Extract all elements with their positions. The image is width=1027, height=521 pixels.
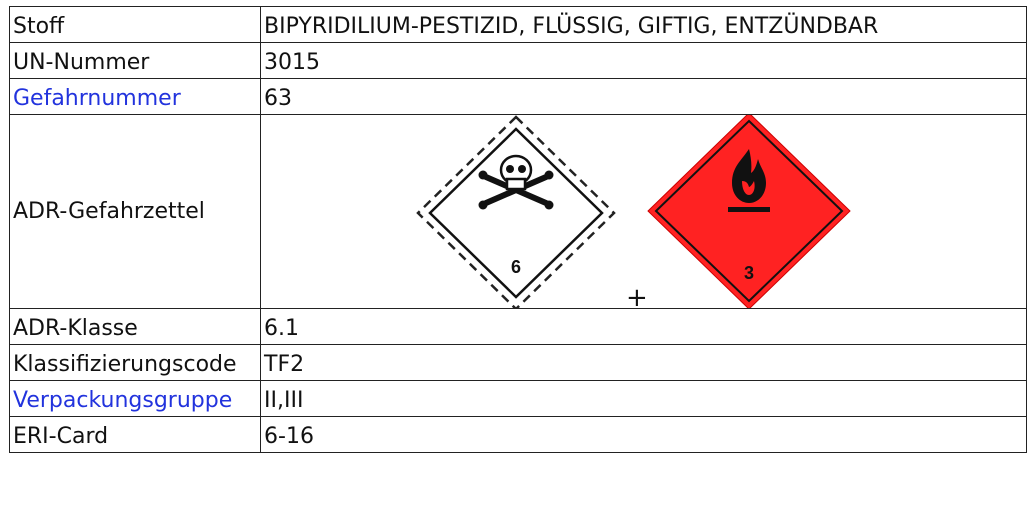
label-klassifizierungscode: Klassifizierungscode: [8, 344, 262, 381]
value-adr-gefahrzettel: 6 + 3: [260, 114, 1027, 309]
table-row: Verpackungsgruppe II,III: [8, 380, 1027, 417]
value-adr-klasse: 6.1: [260, 308, 1027, 345]
table-row: Stoff BIPYRIDILIUM-PESTIZID, FLÜSSIG, GI…: [8, 6, 1027, 43]
table-row: ERI-Card 6-16: [8, 416, 1027, 453]
hazard-labels: 6 + 3: [262, 115, 1010, 309]
label-stoff: Stoff: [8, 6, 262, 43]
plus-separator: +: [626, 283, 648, 309]
toxic-hazard-sign: 6: [416, 115, 616, 308]
flammable-hazard-sign: 3: [647, 115, 851, 308]
value-un-nummer: 3015: [260, 42, 1027, 79]
skull-crossbones-icon: [478, 154, 554, 210]
table-row: ADR-Klasse 6.1: [8, 308, 1027, 345]
value-stoff: BIPYRIDILIUM-PESTIZID, FLÜSSIG, GIFTIG, …: [260, 6, 1027, 43]
label-eri-card: ERI-Card: [8, 416, 262, 453]
flammable-class-number: 3: [744, 263, 754, 283]
table-row: Klassifizierungscode TF2: [8, 344, 1027, 381]
dangerous-goods-table: Stoff BIPYRIDILIUM-PESTIZID, FLÜSSIG, GI…: [8, 6, 1027, 453]
verpackungsgruppe-link[interactable]: Verpackungsgruppe: [13, 388, 233, 413]
label-adr-gefahrzettel: ADR-Gefahrzettel: [8, 114, 262, 309]
label-cell-verpackungsgruppe: Verpackungsgruppe: [8, 380, 262, 417]
label-adr-klasse: ADR-Klasse: [8, 308, 262, 345]
value-verpackungsgruppe: II,III: [260, 380, 1027, 417]
table-row: Gefahrnummer 63: [8, 78, 1027, 115]
gefahrnummer-link[interactable]: Gefahrnummer: [13, 86, 181, 111]
label-un-nummer: UN-Nummer: [8, 42, 262, 79]
flame-icon: [728, 149, 771, 212]
value-klassifizierungscode: TF2: [260, 344, 1027, 381]
value-gefahrnummer: 63: [260, 78, 1027, 115]
value-eri-card: 6-16: [260, 416, 1027, 453]
table-row: UN-Nummer 3015: [8, 42, 1027, 79]
label-cell-gefahrnummer: Gefahrnummer: [8, 78, 262, 115]
toxic-class-number: 6: [511, 257, 521, 277]
table-row: ADR-Gefahrzettel: [8, 114, 1027, 309]
